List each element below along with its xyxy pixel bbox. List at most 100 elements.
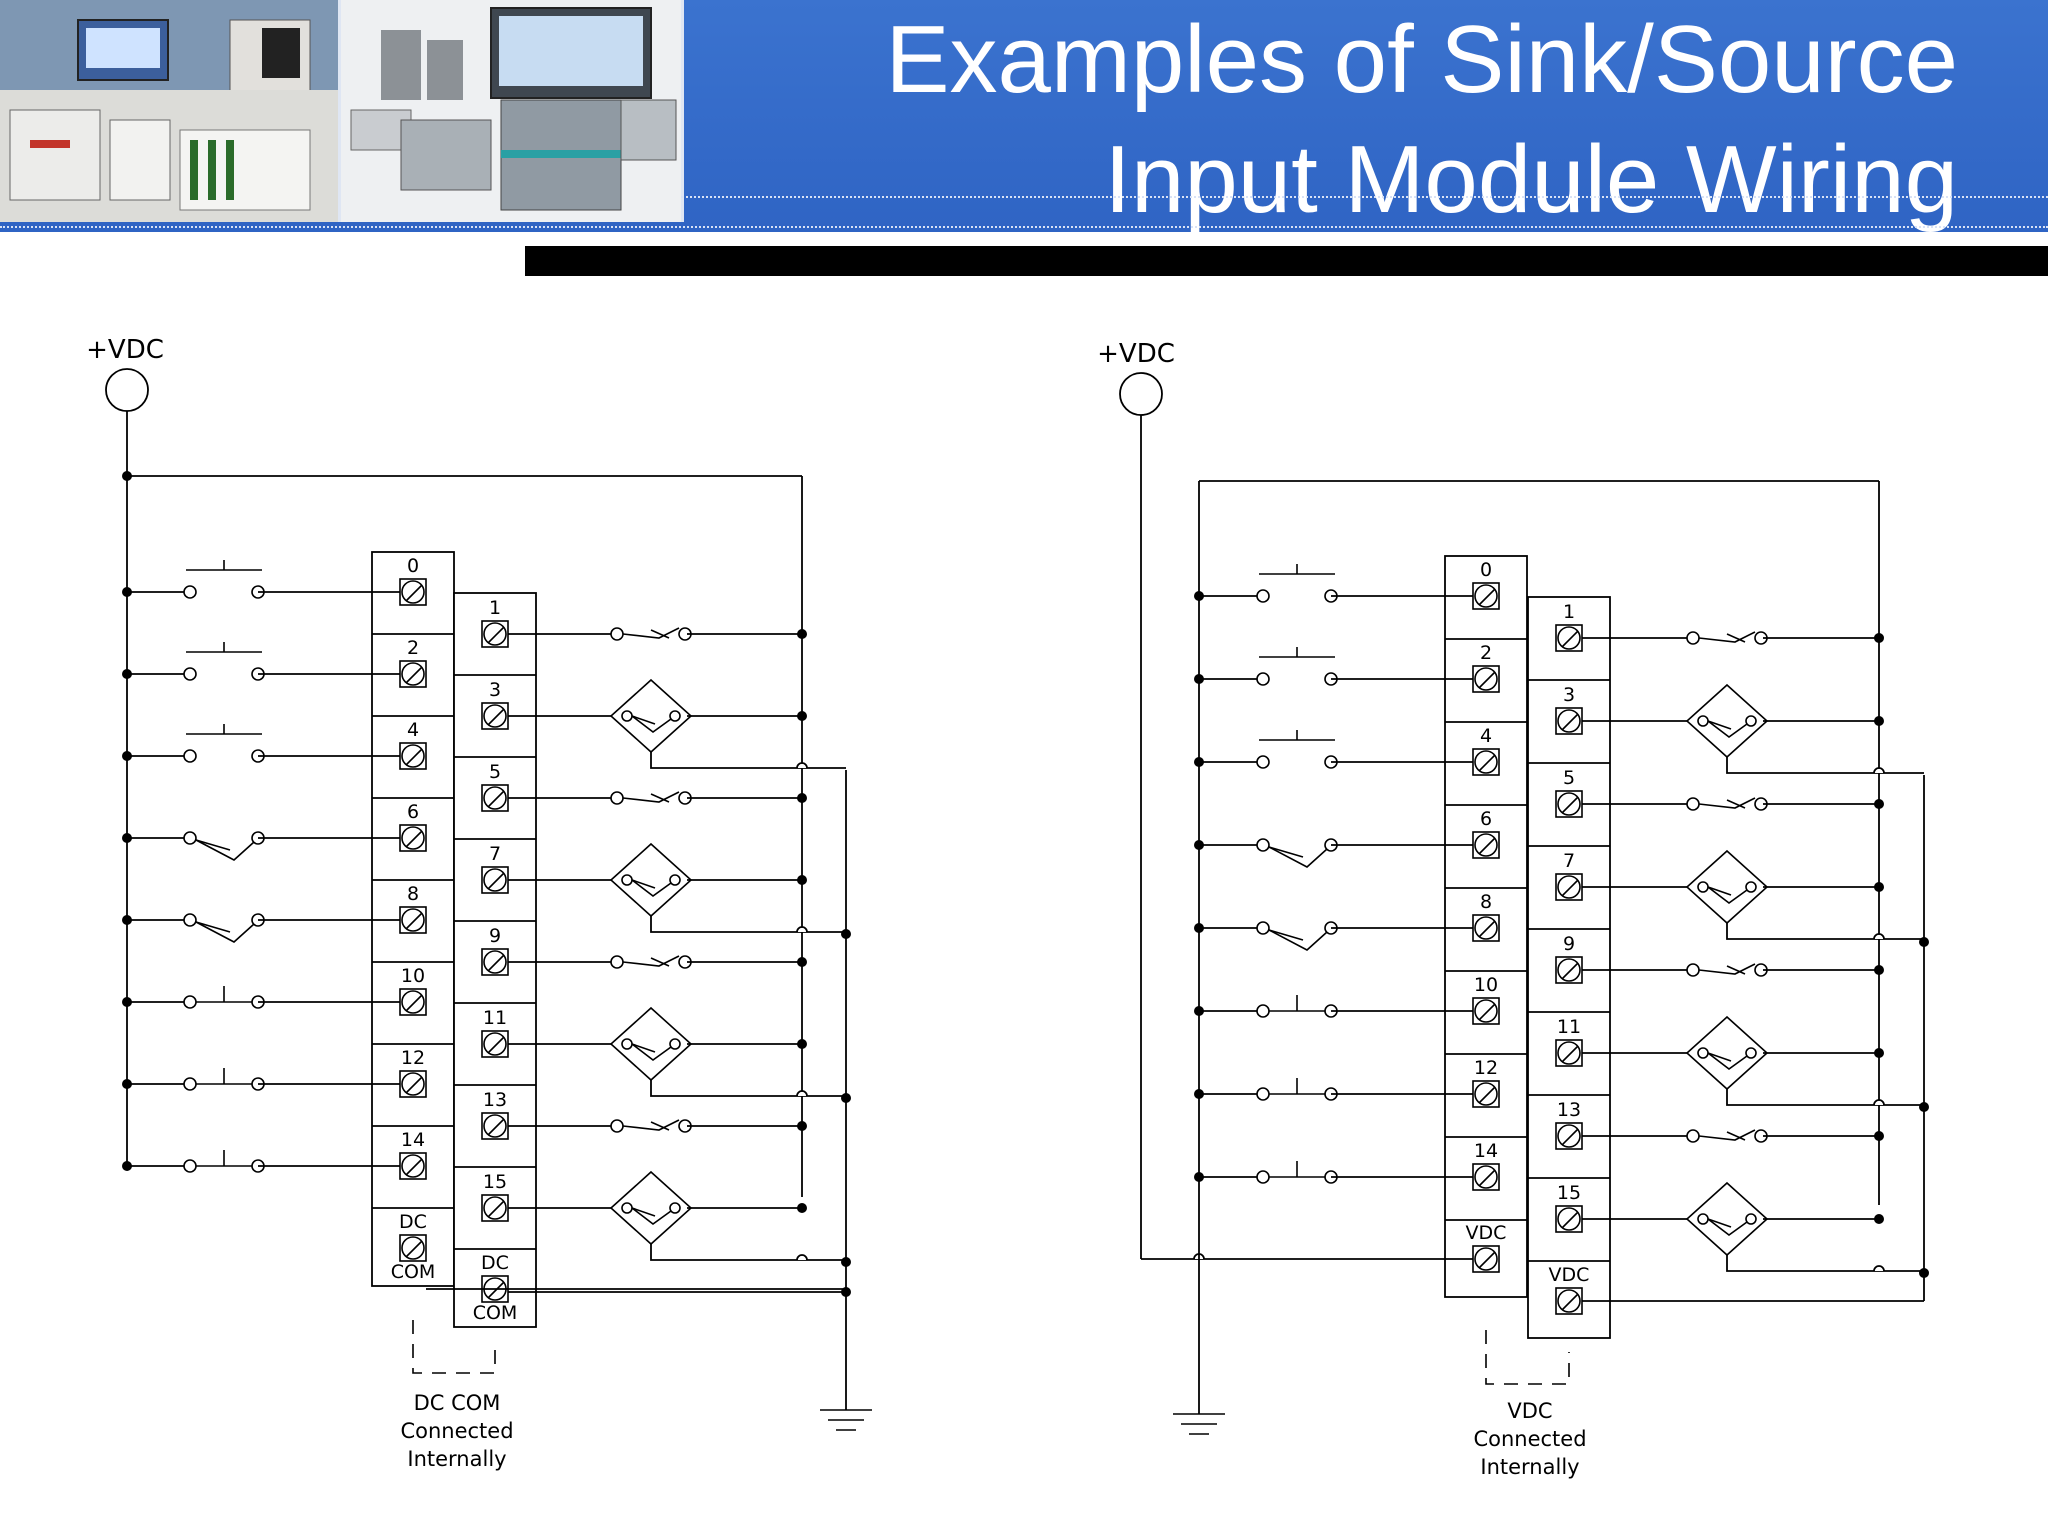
- wire: [650, 752, 846, 769]
- terminal-screw: [399, 1070, 427, 1098]
- junction-dot: [1194, 1172, 1204, 1182]
- terminal-label-3: 3: [489, 679, 501, 701]
- proximity-sensor-symbol: [1686, 684, 1768, 758]
- junction-dot: [1874, 716, 1884, 726]
- pushbutton-nc-symbol: [183, 985, 265, 1009]
- junction-dot: [1919, 1102, 1929, 1112]
- wire-crossover: [1873, 1099, 1885, 1106]
- wire-crossover: [1873, 933, 1885, 940]
- junction-dot: [122, 471, 132, 481]
- terminal-label-12: 12: [1474, 1057, 1498, 1079]
- slide-header: Examples of Sink/Source Input Module Wir…: [0, 0, 2048, 240]
- junction-dot: [122, 1161, 132, 1171]
- wire-crossover: [796, 762, 808, 769]
- junction-dot: [797, 629, 807, 639]
- junction-dot: [1874, 1131, 1884, 1141]
- junction-dot: [797, 875, 807, 885]
- junction-dot: [122, 587, 132, 597]
- header-black-bar: [525, 246, 2048, 276]
- wire: [1726, 1255, 1924, 1272]
- internal-connection-bracket: [1485, 1330, 1570, 1385]
- vdc-supply-terminal: [105, 368, 149, 412]
- terminal-label-4: 4: [407, 719, 419, 741]
- wire: [650, 1080, 846, 1097]
- junction-dot: [1874, 799, 1884, 809]
- wire-crossover: [796, 926, 808, 933]
- toggle-switch-symbol: [1256, 838, 1338, 868]
- terminal-label-7: 7: [1563, 850, 1575, 872]
- terminal-label-8: 8: [407, 883, 419, 905]
- common-terminal-label: VDC: [1549, 1264, 1590, 1286]
- wire: [1726, 757, 1924, 774]
- junction-dot: [1874, 1214, 1884, 1224]
- junction-dot: [1874, 633, 1884, 643]
- proximity-sensor-symbol: [1686, 1016, 1768, 1090]
- terminal-screw: [481, 866, 509, 894]
- pushbutton-no-symbol: [1256, 646, 1338, 686]
- terminal-label-2: 2: [407, 637, 419, 659]
- ground-symbol: [819, 1409, 873, 1431]
- junction-dot: [797, 1039, 807, 1049]
- limit-switch-symbol: [610, 1119, 692, 1133]
- terminal-screw: [1472, 748, 1500, 776]
- internal-connection-note: DC COM: [414, 1391, 501, 1415]
- limit-switch-symbol: [1686, 1129, 1768, 1143]
- junction-dot: [1874, 965, 1884, 975]
- junction-dot: [122, 997, 132, 1007]
- pushbutton-no-symbol: [183, 641, 265, 681]
- terminal-label-13: 13: [1557, 1099, 1581, 1121]
- terminal-screw: [481, 948, 509, 976]
- pushbutton-nc-symbol: [1256, 1077, 1338, 1101]
- terminal-label-0: 0: [407, 555, 419, 577]
- pushbutton-nc-symbol: [183, 1149, 265, 1173]
- common-terminal-screw: [399, 1234, 427, 1262]
- terminal-screw: [399, 1152, 427, 1180]
- terminal-label-4: 4: [1480, 725, 1492, 747]
- terminal-screw: [481, 620, 509, 648]
- junction-dot: [797, 1203, 807, 1213]
- junction-dot: [1194, 674, 1204, 684]
- junction-dot: [841, 1287, 851, 1297]
- common-terminal-screw: [1555, 1287, 1583, 1315]
- internal-connection-note: Connected: [1473, 1427, 1586, 1451]
- junction-dot: [841, 1093, 851, 1103]
- junction-dot: [1919, 937, 1929, 947]
- terminal-screw: [481, 1030, 509, 1058]
- junction-dot: [1874, 1048, 1884, 1058]
- plc-hardware-photo-right: [341, 0, 684, 222]
- junction-dot: [1874, 882, 1884, 892]
- proximity-sensor-symbol: [1686, 850, 1768, 924]
- terminal-screw: [481, 702, 509, 730]
- terminal-screw: [399, 906, 427, 934]
- terminal-screw: [1555, 873, 1583, 901]
- vdc-supply-label: +VDC: [1097, 339, 1175, 369]
- terminal-label-6: 6: [407, 801, 419, 823]
- junction-dot: [797, 1121, 807, 1131]
- terminal-screw: [1555, 1205, 1583, 1233]
- internal-connection-note: Internally: [1480, 1455, 1579, 1479]
- junction-dot: [1194, 1006, 1204, 1016]
- terminal-label-7: 7: [489, 843, 501, 865]
- terminal-screw: [1472, 914, 1500, 942]
- common-terminal-label: COM: [473, 1302, 518, 1324]
- header-dotted-rule-1: [681, 196, 2048, 198]
- junction-dot: [122, 915, 132, 925]
- terminal-label-10: 10: [1474, 974, 1498, 996]
- terminal-screw: [1472, 582, 1500, 610]
- terminal-screw: [1472, 665, 1500, 693]
- terminal-label-9: 9: [1563, 933, 1575, 955]
- terminal-label-13: 13: [483, 1089, 507, 1111]
- terminal-label-14: 14: [401, 1129, 425, 1151]
- common-terminal-label: VDC: [1466, 1222, 1507, 1244]
- junction-dot: [841, 1257, 851, 1267]
- limit-switch-symbol: [610, 627, 692, 641]
- internal-connection-note: Connected: [400, 1419, 513, 1443]
- proximity-sensor-symbol: [610, 679, 692, 753]
- junction-dot: [122, 1079, 132, 1089]
- pushbutton-no-symbol: [1256, 563, 1338, 603]
- terminal-screw: [399, 742, 427, 770]
- terminal-label-11: 11: [483, 1007, 507, 1029]
- title-line-2: Input Module Wiring: [1104, 126, 1958, 233]
- internal-connection-note: VDC: [1507, 1399, 1552, 1423]
- limit-switch-symbol: [1686, 797, 1768, 811]
